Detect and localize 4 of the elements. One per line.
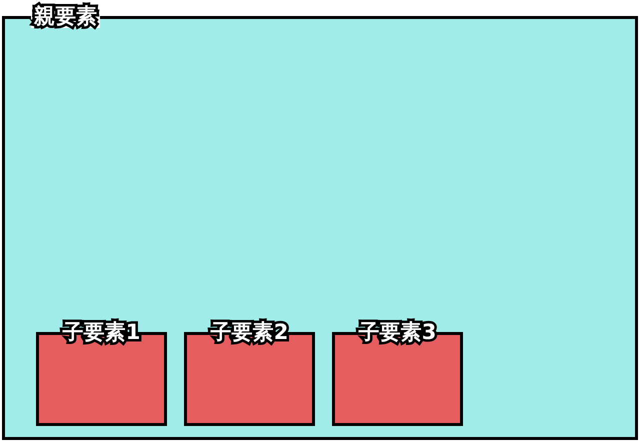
box-title: 子要素2	[210, 320, 288, 344]
box-title: 親要素	[31, 4, 100, 28]
box-title: 子要素3	[358, 320, 436, 344]
box-title: 子要素1	[62, 320, 140, 344]
